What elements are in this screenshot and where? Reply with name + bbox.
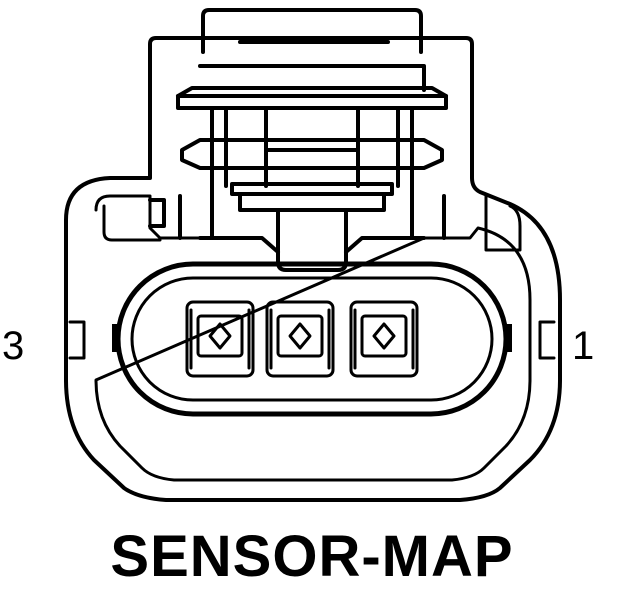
center-latch	[198, 210, 426, 272]
terminal-cavity	[185, 300, 255, 378]
housing-inner	[94, 194, 532, 482]
mating-face	[68, 261, 556, 417]
side-detail-right	[484, 194, 522, 252]
lock-frame	[148, 64, 448, 240]
pin-number-right: 1	[572, 324, 595, 368]
terminal-cavities	[185, 300, 419, 378]
terminal-cavity	[349, 300, 419, 378]
connector-drawing	[64, 8, 562, 502]
housing-outer	[64, 36, 562, 502]
side-detail-left	[102, 204, 162, 242]
terminal-cavity	[265, 300, 335, 378]
pin-number-left: 3	[2, 324, 25, 368]
locking-tab	[201, 8, 423, 54]
connector-title: SENSOR-MAP	[110, 524, 514, 589]
